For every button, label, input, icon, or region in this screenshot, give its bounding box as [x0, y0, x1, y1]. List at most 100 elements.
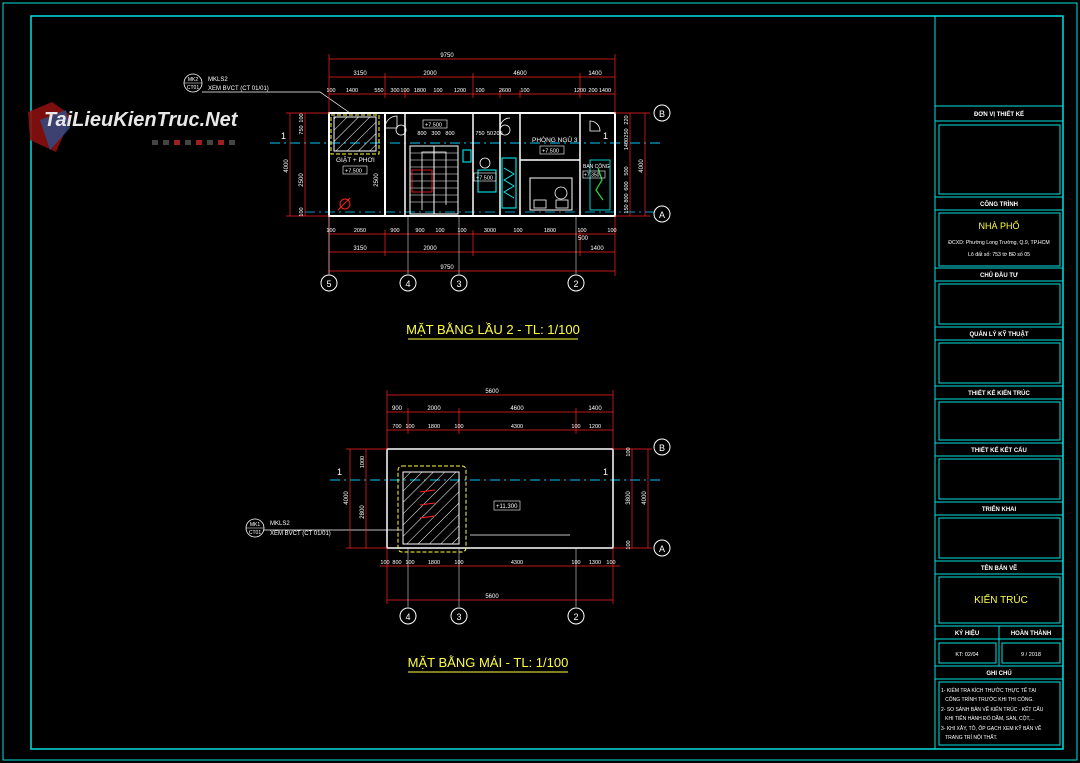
svg-text:300: 300 — [390, 88, 399, 94]
svg-text:1800: 1800 — [544, 228, 556, 234]
svg-text:1000: 1000 — [360, 456, 366, 468]
svg-text:3800: 3800 — [626, 491, 632, 505]
svg-text:900: 900 — [415, 228, 424, 234]
svg-text:300: 300 — [431, 131, 440, 137]
svg-text:2050: 2050 — [354, 228, 366, 234]
roof-dim-row1-top: 900 2000 4600 1400 — [392, 406, 602, 412]
svg-text:1800: 1800 — [428, 424, 440, 430]
level-stair: +7.500 — [425, 123, 442, 129]
tb-note-line: 3- KHI XÂY, TÔ, ỐP GẠCH XEM KỸ BẢN VẼ — [941, 725, 1042, 732]
roof-dimensions-sides — [346, 448, 652, 549]
svg-text:100: 100 — [405, 560, 414, 566]
roof-dim-row1-bottom: 100 800 100 1800 100 4300 100 1300 100 — [380, 560, 615, 566]
svg-text:50: 50 — [487, 131, 493, 137]
svg-text:2000: 2000 — [423, 71, 437, 77]
svg-text:100: 100 — [400, 88, 409, 94]
roof-axis-B: B — [659, 443, 665, 453]
dimensions-bottom — [328, 216, 616, 276]
svg-text:2000: 2000 — [423, 246, 437, 252]
tb-note-line: KHI TIẾN HÀNH ĐỔ DẦM, SÀN, CỘT,... — [941, 715, 1035, 722]
roof-dimensions-top — [386, 390, 614, 449]
svg-text:550: 550 — [374, 88, 383, 94]
tb-complete-label: HOÀN THÀNH — [1011, 630, 1051, 637]
svg-text:1400: 1400 — [346, 88, 358, 94]
roof-axis-lines — [407, 548, 577, 607]
axis-A: A — [659, 210, 665, 220]
svg-text:100: 100 — [520, 88, 529, 94]
watermark-logo: TaiLieuKienTruc.Net — [28, 102, 239, 152]
roof-section-mark-right: 1 — [603, 467, 608, 477]
svg-text:200: 200 — [588, 88, 597, 94]
svg-text:100: 100 — [380, 560, 389, 566]
axis-B: B — [659, 109, 665, 119]
svg-text:100: 100 — [513, 228, 522, 234]
svg-text:XEM BVCT (CT 01/01): XEM BVCT (CT 01/01) — [208, 86, 269, 92]
svg-text:MKLS2: MKLS2 — [208, 77, 228, 83]
tb-notes-label: GHI CHÚ — [986, 670, 1011, 677]
roof-section-mark: 1 — [337, 467, 342, 477]
tb-symbol: KT: 02/04 — [955, 652, 978, 658]
room-label-bedroom: PHÒNG NGỦ 3 — [532, 135, 578, 144]
tb-development: TRIỂN KHAI — [982, 506, 1017, 513]
svg-text:1400: 1400 — [590, 246, 604, 252]
toilet-fixture — [462, 149, 472, 163]
svg-text:1300: 1300 — [589, 560, 601, 566]
stair — [409, 145, 459, 215]
roof-dimensions-bottom — [380, 548, 620, 604]
svg-text:MKLS2: MKLS2 — [270, 521, 290, 527]
level-laundry: +7.500 — [345, 169, 362, 175]
svg-text:500: 500 — [578, 236, 589, 242]
svg-text:100: 100 — [405, 424, 414, 430]
roof-outline — [386, 448, 614, 549]
svg-text:800: 800 — [624, 193, 630, 202]
axis-bubbles: 5 4 3 2 B A — [320, 104, 671, 292]
level-balcony: +7.350 — [584, 173, 600, 179]
svg-text:1800: 1800 — [414, 88, 426, 94]
room-label-laundry: GIẶT + PHƠI — [336, 155, 375, 164]
svg-text:1200: 1200 — [574, 88, 586, 94]
svg-text:100: 100 — [454, 424, 463, 430]
tb-arch-design: THIẾT KẾ KIẾN TRÚC — [968, 390, 1030, 397]
level-bedroom: +7.500 — [542, 149, 559, 155]
axis-4: 4 — [405, 279, 410, 289]
drawing-frame — [30, 15, 1064, 750]
svg-text:1400: 1400 — [588, 71, 602, 77]
svg-text:1400: 1400 — [588, 406, 602, 412]
tb-design-unit: ĐƠN VỊ THIẾT KẾ — [974, 111, 1024, 118]
svg-text:900: 900 — [390, 228, 399, 234]
svg-text:100: 100 — [571, 424, 580, 430]
tb-symbol-label: KÝ HIỆU — [955, 629, 979, 637]
dim-total-bottom: 9750 — [440, 265, 454, 271]
svg-text:800: 800 — [392, 560, 401, 566]
tb-address: ĐCXD: Phường Long Trường, Q.9, TP.HCM — [948, 240, 1050, 246]
roof-axis-4: 4 — [405, 612, 410, 622]
svg-text:100: 100 — [299, 207, 305, 216]
dim-row2-top: 100 1400 550 300 100 1800 100 1200 100 2… — [326, 88, 611, 94]
svg-text:200: 200 — [493, 131, 502, 137]
tb-notes: 1- KIỂM TRA KÍCH THƯỚC THỰC TẾ TẠI CÔNG … — [941, 687, 1044, 741]
svg-text:1200: 1200 — [454, 88, 466, 94]
svg-text:4300: 4300 — [511, 424, 523, 430]
svg-text:CT01: CT01 — [187, 85, 199, 91]
svg-text:XEM BVCT (CT 01/01): XEM BVCT (CT 01/01) — [270, 531, 331, 537]
tb-note-line: 1- KIỂM TRA KÍCH THƯỚC THỰC TẾ TẠI — [941, 687, 1036, 694]
roof-axis-A: A — [659, 544, 665, 554]
section-mark-right: 1 — [603, 131, 608, 141]
svg-text:100: 100 — [626, 540, 632, 549]
roof-level: +11.300 — [496, 504, 518, 510]
svg-text:1200: 1200 — [589, 424, 601, 430]
room-label-balcony: BAN CÔNG — [583, 163, 610, 170]
svg-text:100: 100 — [607, 228, 616, 234]
svg-text:3000: 3000 — [484, 228, 496, 234]
svg-text:MK2: MK2 — [188, 77, 199, 83]
svg-text:1800: 1800 — [428, 560, 440, 566]
roof-plan-title: MẶT BẰNG MÁI - TL: 1/100 — [408, 655, 569, 670]
dimensions-sides — [286, 112, 650, 217]
svg-text:150: 150 — [624, 204, 630, 213]
svg-text:100: 100 — [326, 88, 335, 94]
plan-floor-2: GIẶT + PHƠI +7.500 +7.500 +7.500 PHÒNG N… — [183, 53, 671, 340]
tb-note-line: CÔNG TRÌNH TRƯỚC KHI THI CÔNG. — [941, 696, 1034, 703]
dim-row1-bottom: 100 2050 900 900 100 100 3000 100 1800 1… — [326, 228, 616, 234]
svg-text:750: 750 — [475, 131, 484, 137]
